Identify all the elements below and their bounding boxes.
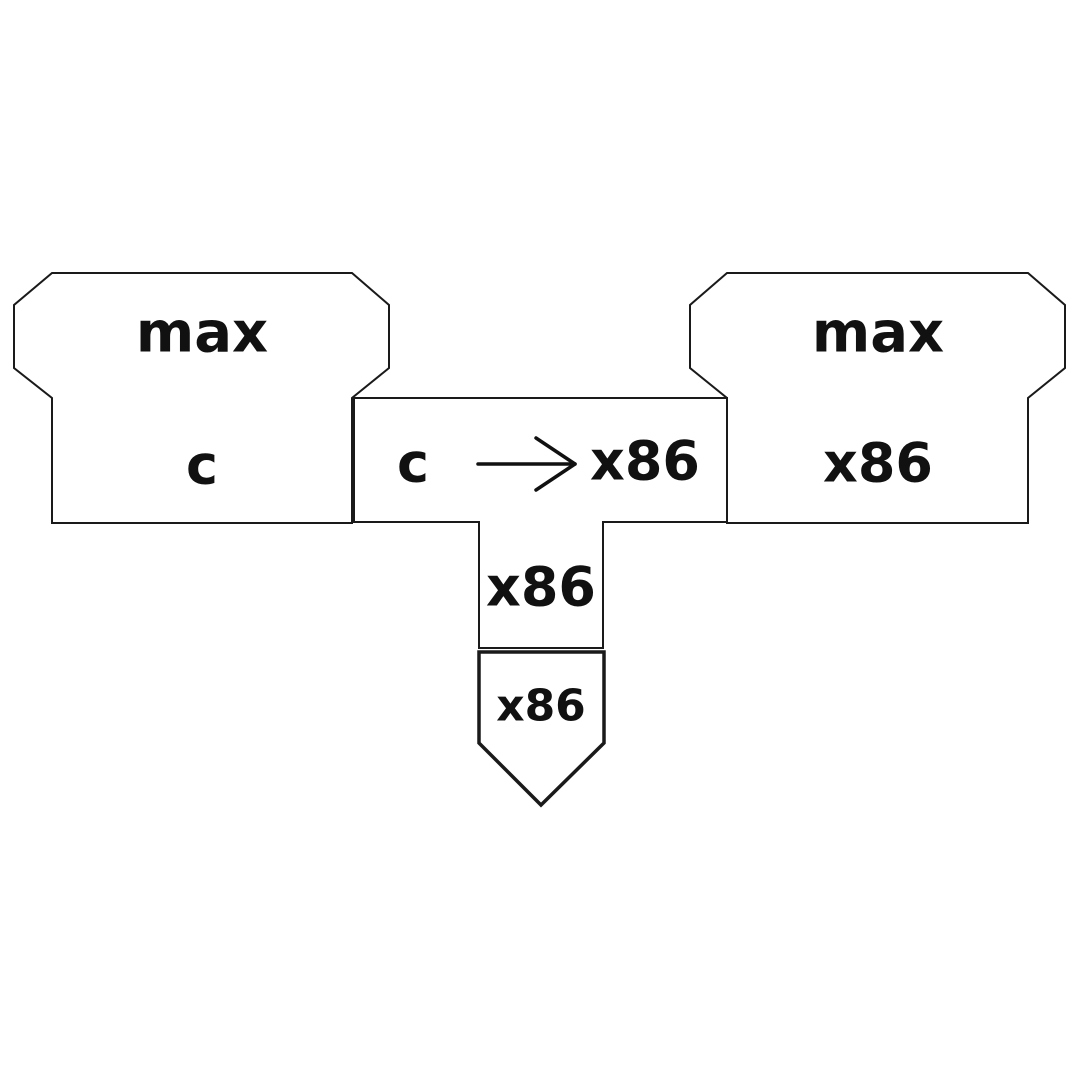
- left-block-top-label: max: [136, 301, 268, 366]
- output-block-outline: [477, 650, 606, 808]
- left-block-outline: [13, 272, 390, 524]
- middle-block-implementation-label: x86: [486, 556, 596, 619]
- middle-block-source-label: c: [397, 432, 429, 495]
- right-block: max x86: [689, 272, 1066, 524]
- right-block-bottom-label: x86: [823, 432, 933, 495]
- output-block: x86: [477, 650, 606, 808]
- left-block: max c: [13, 272, 390, 524]
- right-block-top-label: max: [812, 301, 944, 366]
- middle-block-outline: [353, 397, 728, 649]
- right-block-outline: [689, 272, 1066, 524]
- middle-block: c x86 x86: [353, 397, 728, 649]
- right-arrow-icon: [476, 436, 577, 492]
- left-block-bottom-label: c: [186, 434, 218, 497]
- middle-block-target-label: x86: [590, 430, 700, 493]
- output-block-label: x86: [496, 681, 586, 732]
